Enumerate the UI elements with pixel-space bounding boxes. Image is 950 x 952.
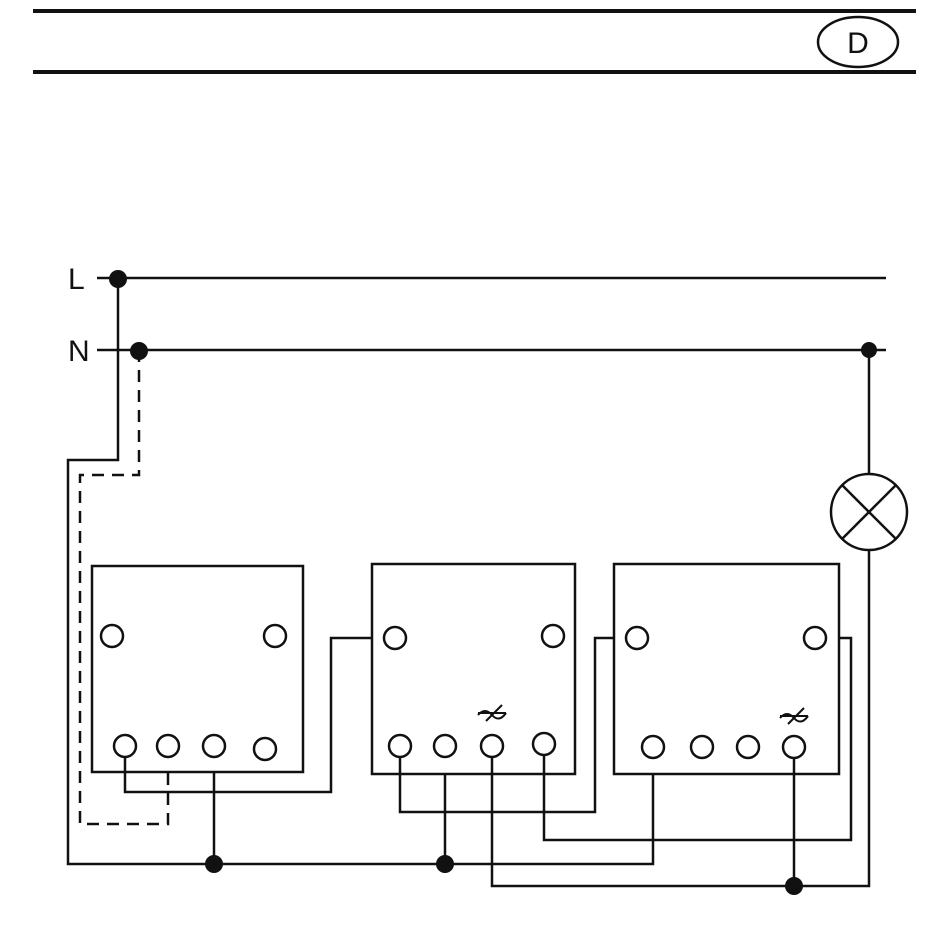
switch-3-terminal: [804, 627, 826, 649]
switch-2-terminal: [389, 735, 411, 757]
switch-1-terminal: [264, 625, 286, 647]
lamp-cross-icon: [831, 474, 907, 550]
neutral-label: N: [68, 335, 90, 368]
switched-junction: [785, 877, 803, 895]
switch-2-terminal: [542, 625, 564, 647]
switch-1-terminal: [101, 625, 123, 647]
bus-junction: [436, 855, 454, 873]
switch-3-terminal: [642, 736, 664, 758]
switch-1-terminal: [203, 735, 225, 757]
neutral-junction: [130, 342, 148, 360]
switch-2-terminal: [481, 735, 503, 757]
live-label: L: [68, 263, 85, 296]
switch-3-terminal: [691, 736, 713, 758]
switch-1-terminal: [157, 735, 179, 757]
switch-3-terminal: [626, 627, 648, 649]
language-badge-text: D: [847, 27, 869, 60]
switch-2-terminal: [434, 735, 456, 757]
switch-1-terminal: [254, 738, 276, 760]
switch-3-terminal: [783, 736, 805, 758]
lamp-neutral-junction: [861, 342, 877, 358]
switch-2-terminal: [533, 733, 555, 755]
switched-wire: [492, 757, 794, 886]
live-junction: [109, 270, 127, 288]
switch-2-terminal: [384, 627, 406, 649]
switch-1-terminal: [114, 735, 136, 757]
switch-3-terminal: [737, 736, 759, 758]
bus-junction: [205, 855, 223, 873]
